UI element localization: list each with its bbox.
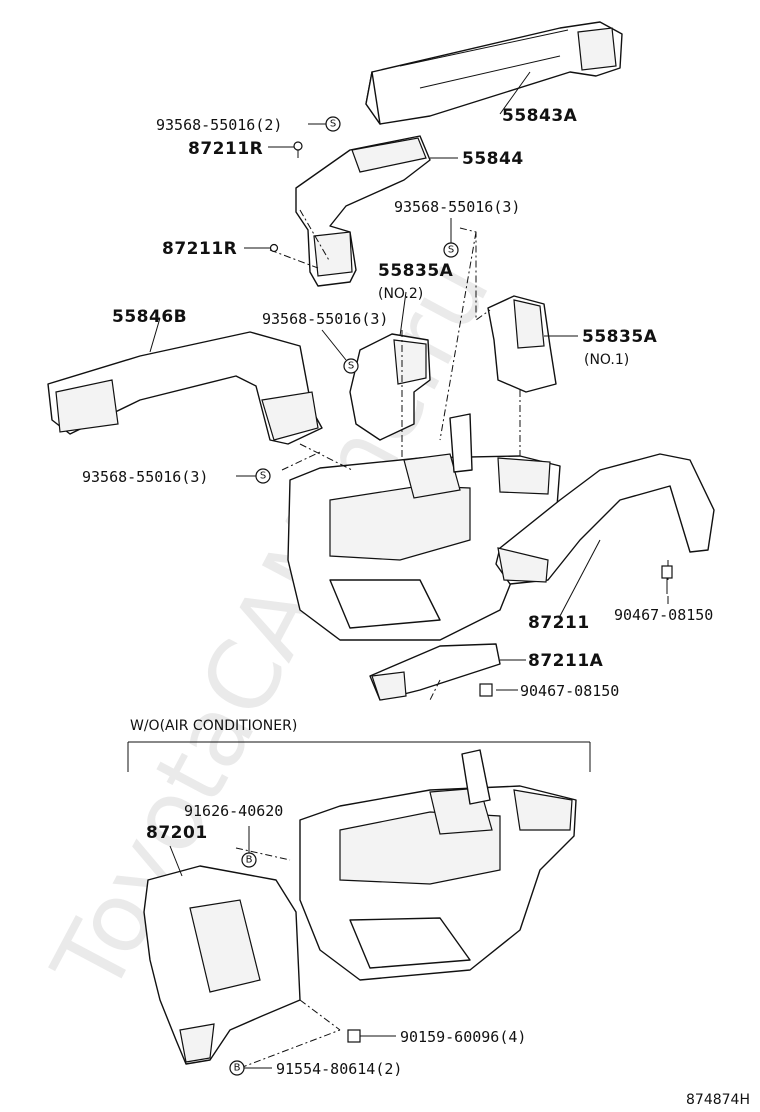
duct-87211[interactable] xyxy=(495,453,715,585)
label-leaders xyxy=(236,123,669,1069)
label-93568-55016-3-left: 93568-55016(3) xyxy=(82,468,208,486)
label-91554-80614-2: 91554-80614(2) xyxy=(276,1060,402,1078)
clip-marker-b-2-letter: B xyxy=(234,1063,241,1074)
screw-90159[interactable] xyxy=(347,1029,361,1043)
case-87201[interactable] xyxy=(143,865,301,1065)
label-no2: (NO.2) xyxy=(378,286,423,302)
label-87201: 87201 xyxy=(146,823,208,843)
clip-marker-s-4-letter: S xyxy=(260,471,266,482)
bolt-90467-b[interactable] xyxy=(479,683,493,697)
clip-marker-s-2: S xyxy=(443,242,459,258)
clip-marker-s-4: S xyxy=(255,468,271,484)
clip-marker-b-2: B xyxy=(229,1060,245,1076)
bolt-90467-a[interactable] xyxy=(661,565,673,594)
section-label-without-ac: W/O(AIR CONDITIONER) xyxy=(130,718,297,734)
screw-87211R-b[interactable] xyxy=(269,243,279,253)
clip-marker-s-3: S xyxy=(343,358,359,374)
label-90159-60096-4: 90159-60096(4) xyxy=(400,1028,526,1046)
duct-55835A-no1[interactable] xyxy=(487,295,557,393)
label-87211R-lower: 87211R xyxy=(162,239,237,259)
label-no1: (NO.1) xyxy=(584,352,629,368)
clip-marker-s-2-letter: S xyxy=(448,245,454,256)
clip-marker-b-1-letter: B xyxy=(246,855,253,866)
heater-unit-lower[interactable] xyxy=(299,749,577,981)
label-87211: 87211 xyxy=(528,613,590,633)
label-55843A: 55843A xyxy=(502,106,578,126)
assembly-lines xyxy=(235,209,669,1069)
diagram-code: 874874H xyxy=(686,1092,750,1108)
duct-55844[interactable] xyxy=(295,135,431,287)
label-87211R-upper: 87211R xyxy=(188,139,263,159)
section-bracket xyxy=(127,741,591,772)
clip-marker-b-1: B xyxy=(241,852,257,868)
label-55835A-no2: 55835A xyxy=(378,261,454,281)
clip-marker-s-1: S xyxy=(325,116,341,132)
label-90467-08150-upper: 90467-08150 xyxy=(614,606,713,624)
label-55835A-no1: 55835A xyxy=(582,327,658,347)
label-93568-55016-3-right: 93568-55016(3) xyxy=(394,198,520,216)
label-90467-08150-lower: 90467-08150 xyxy=(520,682,619,700)
clip-marker-s-3-letter: S xyxy=(348,361,354,372)
screw-87211R-a[interactable] xyxy=(293,141,303,158)
label-87211A: 87211A xyxy=(528,651,604,671)
duct-55835A-no2[interactable] xyxy=(349,333,431,441)
duct-55846B[interactable] xyxy=(47,331,323,445)
label-55846B: 55846B xyxy=(112,307,187,327)
clip-marker-s-1-letter: S xyxy=(330,119,336,130)
duct-55843A[interactable] xyxy=(365,21,623,125)
duct-87211A[interactable] xyxy=(369,643,501,701)
label-91626-40620: 91626-40620 xyxy=(184,802,283,820)
label-55844: 55844 xyxy=(462,149,524,169)
label-93568-55016-2: 93568-55016(2) xyxy=(156,116,282,134)
heater-unit-upper[interactable] xyxy=(287,413,561,641)
label-93568-55016-3-middle: 93568-55016(3) xyxy=(262,310,388,328)
